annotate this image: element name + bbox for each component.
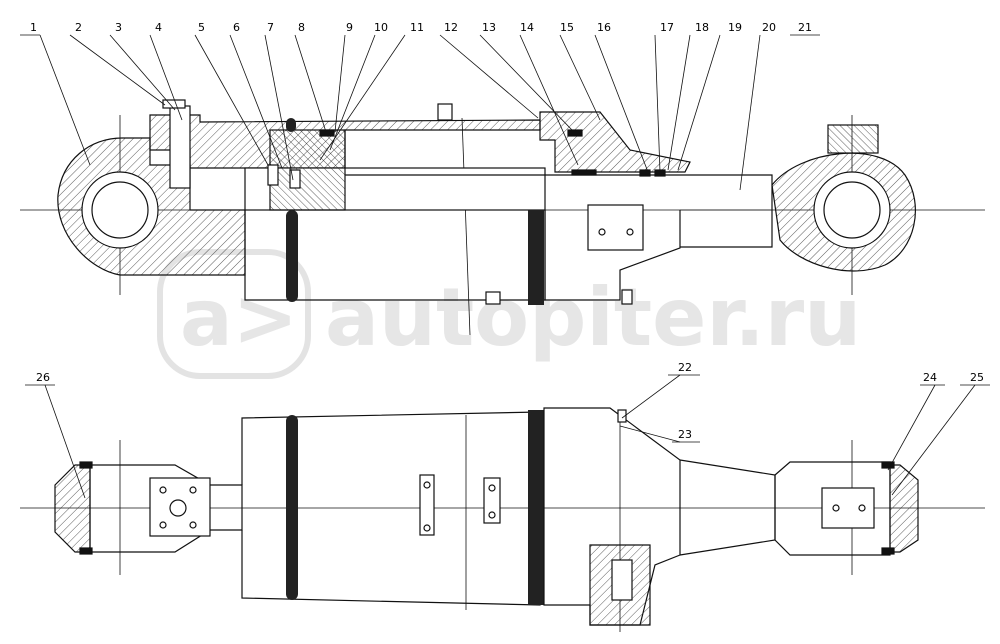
- piston-rod: [345, 174, 773, 248]
- rear-plate-bolt-2: [189, 486, 197, 494]
- callout-24: 24: [923, 371, 937, 384]
- barrel-tie-plate-1: [419, 474, 435, 536]
- barrel-tie-plate-2: [483, 477, 501, 524]
- callout-1: 1: [30, 21, 37, 34]
- rod-end-bolt-1: [832, 504, 840, 512]
- front-seal-band: [528, 210, 544, 305]
- rear-seal-band: [286, 210, 298, 302]
- rear-plate-bolt-3: [159, 521, 167, 529]
- gland-bleed-screw: [617, 409, 627, 423]
- tie-bolt-head: [162, 99, 186, 109]
- watermark-text: autopiter.ru: [325, 271, 861, 364]
- callout-14: 14: [520, 21, 534, 34]
- callout-3: 3: [115, 21, 122, 34]
- bottom-callout-labels: 22 23 24 25 26: [36, 361, 984, 441]
- barrel-seal-band-front: [528, 410, 544, 605]
- rod-end-bolt-2: [858, 504, 866, 512]
- top-view-section: [20, 99, 985, 336]
- bottom-callout-leaders: [25, 374, 990, 499]
- barrel-plate1-bolt-top: [423, 481, 431, 489]
- rod-end-plate: [821, 487, 875, 529]
- gland-head: [539, 111, 691, 173]
- flange-bolt-1: [598, 228, 606, 236]
- rear-plate-bolt-4: [189, 521, 197, 529]
- grease-nipple: [827, 124, 879, 154]
- callout-23: 23: [678, 428, 692, 441]
- top-callout-leaders: [20, 34, 820, 191]
- barrel-plate2-bolt-bottom: [488, 511, 496, 519]
- callout-19: 19: [728, 21, 742, 34]
- callout-9: 9: [346, 21, 353, 34]
- piston-seal-right: [289, 169, 301, 189]
- piston-seal-left: [267, 164, 279, 186]
- rear-clevis-seal-bottom: [79, 547, 93, 555]
- piston: [269, 129, 346, 211]
- front-eye-bushing: [823, 181, 881, 239]
- watermark: a> autopiter.ru: [157, 249, 861, 379]
- piston-ring: [319, 129, 335, 137]
- callout-8: 8: [298, 21, 305, 34]
- callout-2: 2: [75, 21, 82, 34]
- rear-clevis-plate: [149, 477, 211, 537]
- top-callout-labels: 1 2 3 4 5 6 7 8 9 10 11 12 13 14 15 16 1…: [30, 21, 812, 34]
- callout-12: 12: [444, 21, 458, 34]
- tie-bolt: [169, 105, 191, 189]
- callout-26: 26: [36, 371, 50, 384]
- port-fitting: [437, 103, 453, 121]
- callout-13: 13: [482, 21, 496, 34]
- small-plug: [485, 291, 501, 305]
- top-port-axis: [461, 117, 471, 336]
- barrel-plate2-bolt-top: [488, 484, 496, 492]
- callout-11: 11: [410, 21, 424, 34]
- callout-22: 22: [678, 361, 692, 374]
- barrel-seal-band-rear: [286, 415, 298, 600]
- callout-4: 4: [155, 21, 162, 34]
- barrel-plate1-bolt-bottom: [423, 524, 431, 532]
- rear-bracket: [621, 289, 633, 305]
- rear-seal-band-top: [286, 118, 296, 132]
- flange-bolt-2: [626, 228, 634, 236]
- gland-lower-body: [544, 210, 681, 301]
- callout-21: 21: [798, 21, 812, 34]
- rear-eye-bushing: [91, 181, 149, 239]
- rod-end-cap: [889, 464, 919, 553]
- callout-16: 16: [597, 21, 611, 34]
- callout-20: 20: [762, 21, 776, 34]
- bottom-view-section: [20, 407, 985, 632]
- callout-5: 5: [198, 21, 205, 34]
- gland-port-bore: [611, 559, 633, 601]
- callout-25: 25: [970, 371, 984, 384]
- gland-flange-plate: [587, 204, 644, 251]
- callout-7: 7: [267, 21, 274, 34]
- watermark-logo-glyph: a>: [180, 274, 298, 364]
- rear-plate-bolt-1: [159, 486, 167, 494]
- callout-17: 17: [660, 21, 674, 34]
- callout-6: 6: [233, 21, 240, 34]
- rear-clevis-bottom: [54, 464, 91, 553]
- piston-rod-bottom: [679, 459, 776, 556]
- callout-18: 18: [695, 21, 709, 34]
- callout-10: 10: [374, 21, 388, 34]
- rod-seal-3: [571, 169, 597, 176]
- rear-plate-centre-hole: [169, 499, 187, 517]
- rod-end-seal-top: [881, 461, 895, 469]
- gland-seal: [567, 129, 583, 137]
- rod-end-clevis: [774, 461, 891, 556]
- rod-end-seal-bottom: [881, 547, 895, 555]
- callout-15: 15: [560, 21, 574, 34]
- rod-seal-1: [639, 169, 651, 177]
